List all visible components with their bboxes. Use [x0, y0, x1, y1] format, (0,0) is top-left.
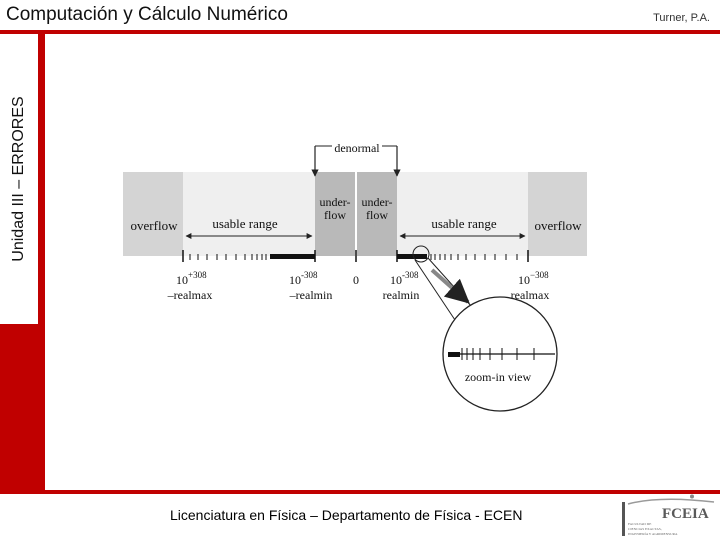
- denormal-label: denormal: [334, 141, 380, 155]
- usable-band-right: [397, 172, 528, 256]
- top-divider: [0, 30, 720, 34]
- fceia-logo: FCEIA FACULTAD DE CIENCIAS EXACTAS, INGE…: [622, 494, 715, 536]
- footer-text: Licenciatura en Física – Departamento de…: [170, 507, 523, 523]
- logo-text: FCEIA: [662, 506, 709, 522]
- overflow-band-right: [528, 172, 587, 256]
- zoom-in-label: zoom-in view: [465, 370, 532, 384]
- tick-neg-realmax: 10+308: [176, 270, 207, 287]
- tick-neg-realmin-exp: -308: [301, 270, 318, 280]
- zoom-source-circle: [412, 245, 430, 263]
- logo-line3: INGENIERÍA Y AGRIMENSURA: [628, 531, 678, 536]
- author-label: Turner, P.A.: [653, 12, 710, 24]
- logo-line1: FACULTAD DE: [628, 522, 651, 526]
- logo-swoosh: [627, 498, 715, 505]
- logo-dot: [690, 494, 694, 499]
- page-title: Computación y Cálculo Numérico: [6, 4, 288, 25]
- logo-bar: [622, 502, 625, 536]
- underflow-label-right-2: flow: [366, 208, 388, 222]
- tick-pos-realmin-name: realmin: [383, 288, 420, 302]
- underflow-label-right-1: under-: [361, 195, 392, 209]
- underflow-band-left: [315, 172, 355, 256]
- bottom-divider: [0, 490, 720, 494]
- zoom-number-line: [448, 348, 555, 360]
- tick-pos-realmax-exp: −308: [530, 270, 549, 280]
- tick-zero: 0: [353, 273, 359, 287]
- tick-pos-realmin-exp: -308: [402, 270, 419, 280]
- sidebar-label-area: [0, 34, 38, 324]
- usable-range-label-left: usable range: [212, 216, 278, 231]
- tick-neg-realmin: 10-308: [289, 270, 318, 287]
- usable-band-left: [183, 172, 315, 256]
- overflow-band-left: [123, 172, 183, 256]
- tick-pos-realmin: 10-308: [390, 270, 419, 287]
- underflow-label-left-1: under-: [319, 195, 350, 209]
- tick-pos-realmax-name: realmax: [511, 288, 550, 302]
- overflow-label-right: overflow: [535, 218, 583, 233]
- tick-pos-realmin-value: 10: [390, 273, 402, 287]
- tick-neg-realmin-name: –realmin: [289, 288, 333, 302]
- usable-range-label-right: usable range: [431, 216, 497, 231]
- tick-neg-realmax-name: –realmax: [167, 288, 213, 302]
- overflow-label-left: overflow: [131, 218, 179, 233]
- number-line: [182, 250, 529, 262]
- underflow-label-left-2: flow: [324, 208, 346, 222]
- tick-pos-realmax-value: 10: [518, 273, 530, 287]
- tick-neg-realmax-exp: +308: [188, 270, 207, 280]
- logo-line2: CIENCIAS EXACTAS,: [628, 527, 662, 532]
- tick-pos-realmax: 10−308: [518, 270, 549, 287]
- underflow-band-right: [357, 172, 397, 256]
- tick-neg-realmax-value: 10: [176, 273, 188, 287]
- zoom-arrow: [430, 268, 470, 304]
- zoom-connector-left: [414, 259, 456, 321]
- tick-neg-realmin-value: 10: [289, 273, 301, 287]
